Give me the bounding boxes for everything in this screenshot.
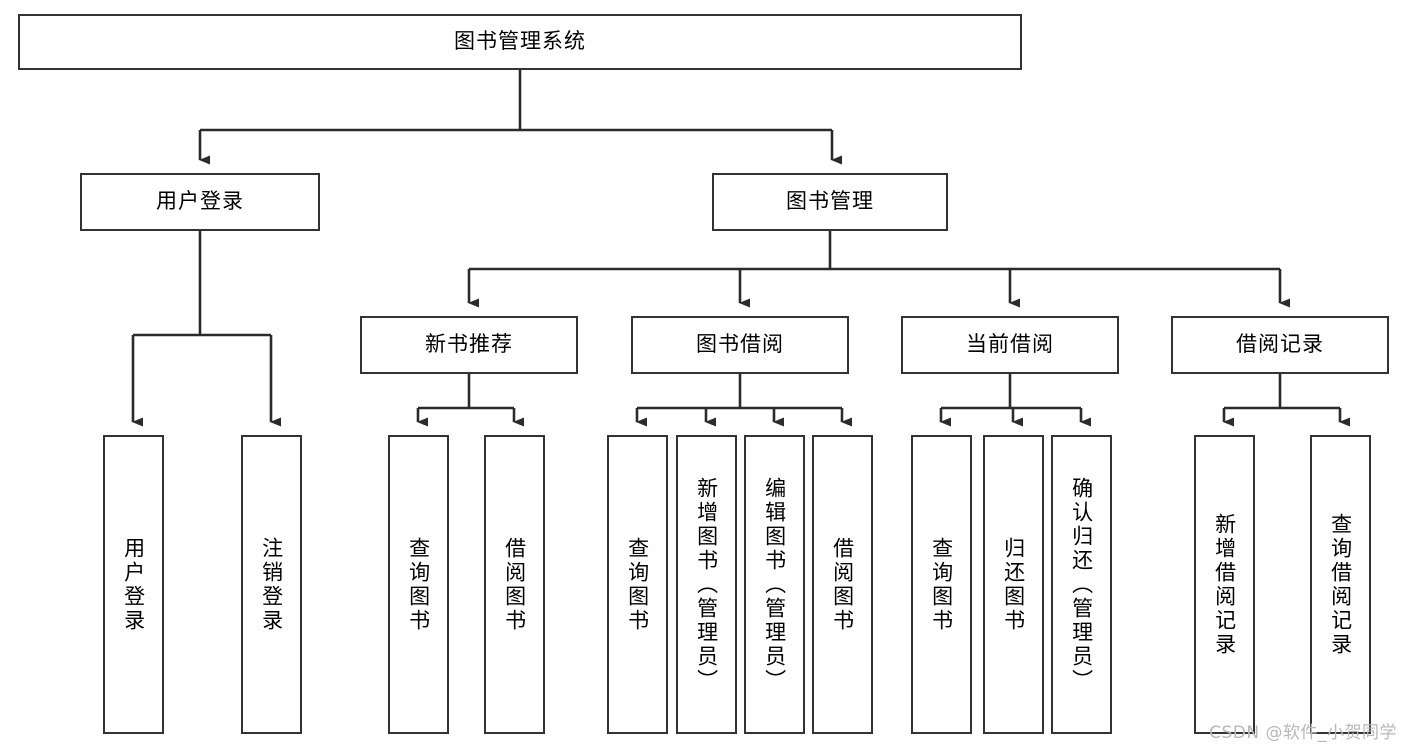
node-leaf-borrow-book-1-label: 借阅图书 [502, 536, 527, 633]
edge-group-book-manage [467, 231, 1290, 308]
node-book-manage[interactable]: 图书管理 [712, 173, 948, 231]
node-leaf-borrow-book-2-label: 借阅图书 [830, 536, 855, 633]
node-leaf-confirm-return-label: 确认归还（管理员） [1069, 476, 1094, 693]
node-leaf-return-book-label: 归还图书 [1001, 536, 1026, 633]
node-root-label: 图书管理系统 [454, 29, 586, 54]
node-leaf-query-borrow-record-label: 查询借阅记录 [1328, 512, 1353, 657]
edge-group-root [198, 70, 842, 165]
edge-group-new-book-recommend [416, 374, 524, 427]
node-leaf-logout-label: 注销登录 [259, 536, 284, 633]
watermark: CSDN @软件_小贺同学 [1209, 723, 1397, 743]
node-leaf-edit-book[interactable]: 编辑图书（管理员） [744, 435, 805, 734]
node-leaf-user-login[interactable]: 用户登录 [103, 435, 164, 734]
node-user-login-label: 用户登录 [156, 189, 244, 214]
node-leaf-add-borrow-record-label: 新增借阅记录 [1212, 512, 1237, 657]
node-current-borrow[interactable]: 当前借阅 [901, 316, 1119, 374]
node-leaf-query-book-3-label: 查询图书 [929, 536, 954, 633]
node-leaf-query-book-1-label: 查询图书 [406, 536, 431, 633]
node-leaf-query-borrow-record[interactable]: 查询借阅记录 [1310, 435, 1371, 734]
node-leaf-add-book[interactable]: 新增图书（管理员） [676, 435, 737, 734]
node-leaf-return-book[interactable]: 归还图书 [983, 435, 1044, 734]
edge-group-book-borrow [635, 374, 852, 427]
node-borrow-record[interactable]: 借阅记录 [1171, 316, 1389, 374]
node-book-borrow-label: 图书借阅 [696, 332, 784, 357]
node-user-login[interactable]: 用户登录 [80, 173, 320, 231]
node-current-borrow-label: 当前借阅 [966, 332, 1054, 357]
node-leaf-edit-book-label: 编辑图书（管理员） [762, 476, 787, 693]
node-leaf-borrow-book-2[interactable]: 借阅图书 [812, 435, 873, 734]
node-leaf-add-book-label: 新增图书（管理员） [694, 476, 719, 693]
node-book-manage-label: 图书管理 [786, 189, 874, 214]
node-new-book-recommend[interactable]: 新书推荐 [360, 316, 578, 374]
node-leaf-add-borrow-record[interactable]: 新增借阅记录 [1194, 435, 1255, 734]
node-leaf-logout[interactable]: 注销登录 [241, 435, 302, 734]
node-leaf-confirm-return[interactable]: 确认归还（管理员） [1051, 435, 1112, 734]
node-book-borrow[interactable]: 图书借阅 [631, 316, 849, 374]
node-leaf-query-book-1[interactable]: 查询图书 [388, 435, 449, 734]
edge-group-borrow-record [1222, 374, 1350, 427]
node-borrow-record-label: 借阅记录 [1236, 332, 1324, 357]
edge-group-user-login [131, 231, 281, 427]
node-leaf-borrow-book-1[interactable]: 借阅图书 [484, 435, 545, 734]
node-leaf-user-login-label: 用户登录 [121, 536, 146, 633]
node-root[interactable]: 图书管理系统 [18, 14, 1022, 70]
node-new-book-recommend-label: 新书推荐 [425, 332, 513, 357]
edge-group-current-borrow [939, 374, 1091, 427]
node-leaf-query-book-2-label: 查询图书 [625, 536, 650, 633]
node-leaf-query-book-3[interactable]: 查询图书 [911, 435, 972, 734]
node-leaf-query-book-2[interactable]: 查询图书 [607, 435, 668, 734]
